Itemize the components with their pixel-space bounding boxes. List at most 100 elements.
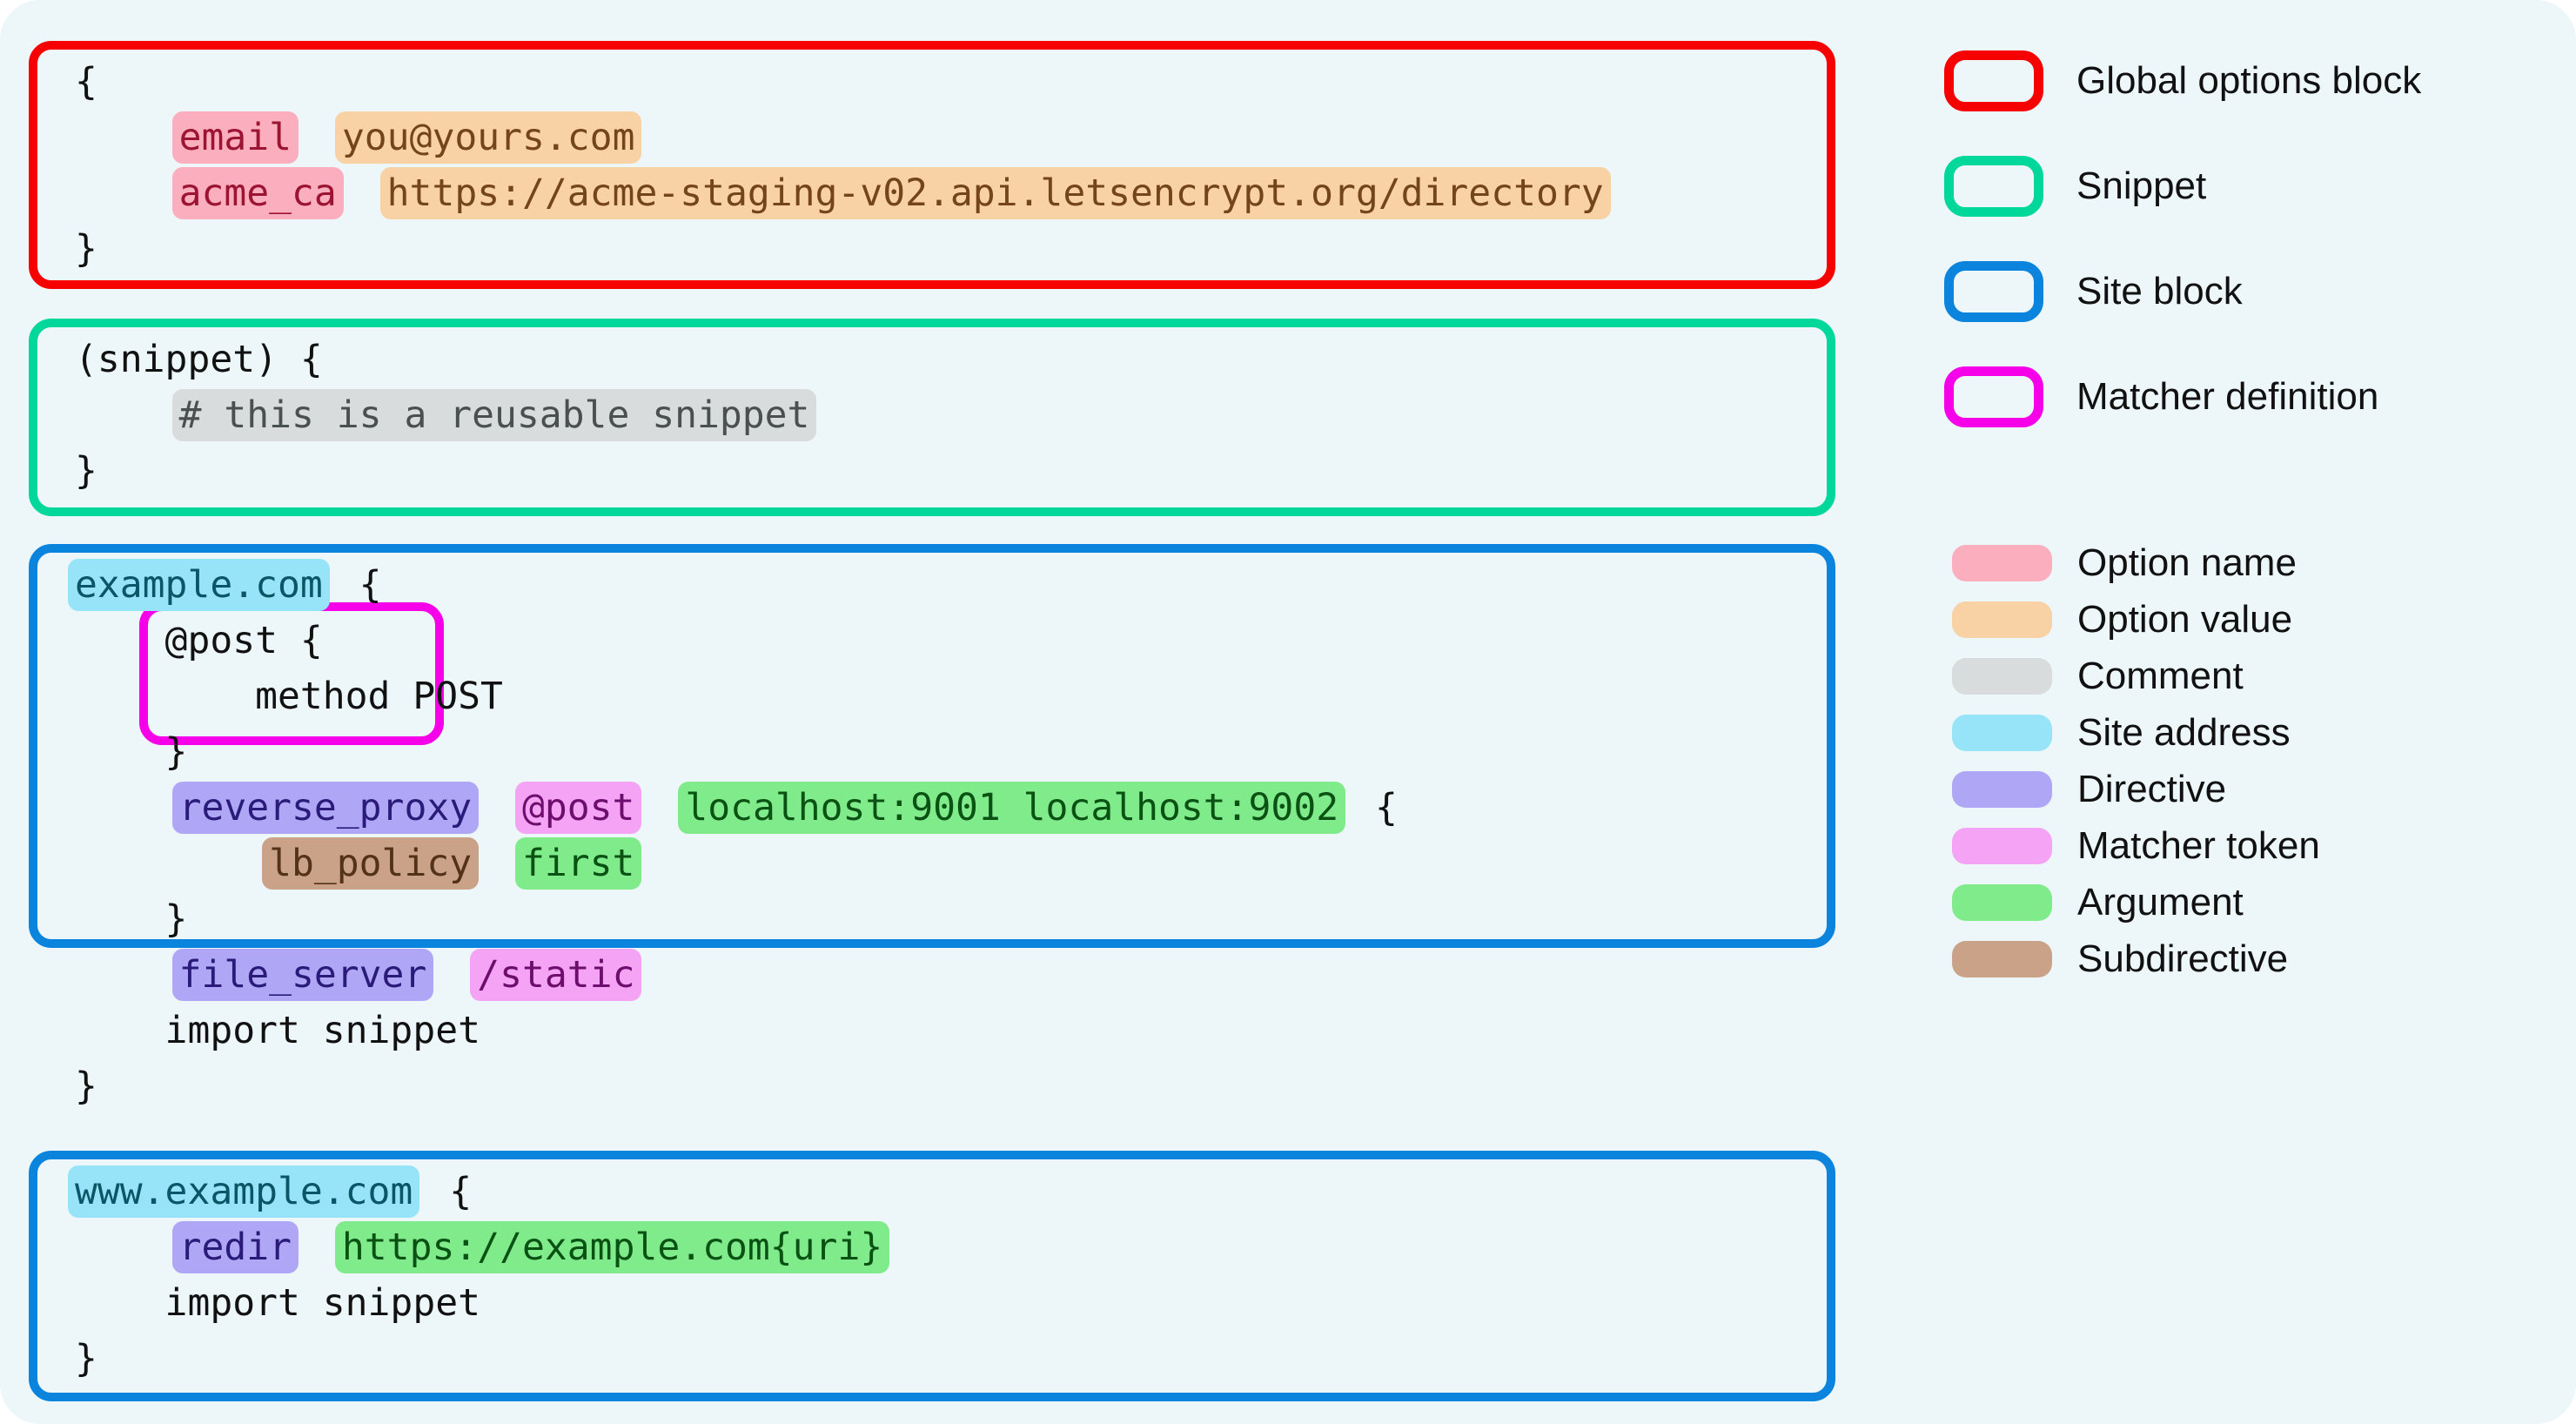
- code-line: redir https://example.com{uri}: [68, 1219, 890, 1275]
- legend-row-fill: Option name: [1952, 541, 2297, 585]
- snippet-block-outline: [29, 319, 1835, 516]
- legend-swatch-comment: [1952, 658, 2052, 695]
- legend-swatch-matcher-definition: [1944, 366, 2043, 427]
- token-matcher: @post: [515, 782, 642, 834]
- token-plain: [479, 782, 515, 834]
- legend-row-outline: Matcher definition: [1944, 366, 2378, 427]
- token-optval: you@yours.com: [334, 111, 642, 164]
- legend-swatch-option-value: [1952, 601, 2052, 638]
- legend-row-fill: Option value: [1952, 598, 2292, 641]
- code-line: example.com {: [68, 557, 389, 613]
- code-line: }: [68, 443, 104, 499]
- token-directive: file_server: [171, 949, 434, 1001]
- legend-swatch-option-name: [1952, 545, 2052, 581]
- legend-row-fill: Directive: [1952, 768, 2226, 811]
- legend-row-fill: Comment: [1952, 655, 2244, 698]
- legend-row-outline: Snippet: [1944, 156, 2206, 217]
- token-plain: }: [75, 1065, 97, 1108]
- token-plain: method POST: [75, 675, 503, 718]
- legend-label: Matcher definition: [2076, 375, 2379, 418]
- global-options-block-outline: [29, 41, 1835, 289]
- legend-label: Comment: [2077, 655, 2244, 697]
- token-plain: [68, 389, 172, 441]
- token-matcher: /static: [470, 949, 642, 1001]
- token-argument: https://example.com{uri}: [334, 1221, 890, 1273]
- code-line: }: [68, 1058, 104, 1114]
- legend-row-outline: Global options block: [1944, 50, 2421, 111]
- legend-label: Option value: [2077, 598, 2293, 641]
- code-line: }: [68, 891, 194, 947]
- code-line: {: [68, 54, 104, 110]
- token-optname: acme_ca: [171, 167, 344, 219]
- legend-row-fill: Subdirective: [1952, 937, 2288, 981]
- token-plain: [479, 837, 515, 890]
- legend-label: Global options block: [2076, 59, 2422, 102]
- code-line: www.example.com {: [68, 1164, 479, 1219]
- token-siteaddr: www.example.com: [68, 1165, 420, 1218]
- token-plain: {: [75, 60, 97, 104]
- token-argument: first: [515, 837, 642, 890]
- legend-label: Directive: [2077, 768, 2227, 810]
- token-comment: # this is a reusable snippet: [171, 389, 817, 441]
- legend-row-fill: Matcher token: [1952, 824, 2320, 868]
- code-line: acme_ca https://acme-staging-v02.api.let…: [68, 165, 1611, 221]
- legend-label: Option name: [2077, 541, 2297, 584]
- token-directive: redir: [171, 1221, 299, 1273]
- token-optval: https://acme-staging-v02.api.letsencrypt…: [379, 167, 1611, 219]
- legend-swatch-global-options-block: [1944, 50, 2043, 111]
- legend-swatch-argument: [1952, 884, 2052, 921]
- token-plain: @post {: [75, 619, 323, 662]
- code-line: method POST: [68, 668, 510, 724]
- token-optname: email: [171, 111, 299, 164]
- code-line: (snippet) {: [68, 332, 330, 387]
- token-plain: [68, 837, 262, 890]
- token-plain: }: [75, 227, 97, 271]
- token-plain: [68, 1221, 172, 1273]
- legend-row-fill: Site address: [1952, 711, 2291, 755]
- token-plain: }: [75, 897, 188, 941]
- legend-row-fill: Argument: [1952, 881, 2244, 924]
- token-plain: }: [75, 1337, 97, 1380]
- token-plain: [344, 167, 380, 219]
- token-plain: {: [426, 1170, 473, 1213]
- legend-swatch-matcher-token: [1952, 828, 2052, 864]
- legend-label: Site address: [2077, 711, 2291, 754]
- token-plain: [68, 111, 172, 164]
- token-siteaddr: example.com: [68, 559, 330, 611]
- token-plain: {: [336, 563, 382, 607]
- legend-label: Subdirective: [2077, 937, 2289, 980]
- token-plain: import snippet: [75, 1009, 480, 1052]
- token-plain: {: [1352, 786, 1398, 830]
- code-line: }: [68, 221, 104, 277]
- token-plain: [299, 1221, 335, 1273]
- code-line: reverse_proxy @post localhost:9001 local…: [68, 780, 1405, 836]
- legend-swatch-directive: [1952, 771, 2052, 808]
- code-line: @post {: [68, 613, 330, 668]
- code-line: import snippet: [68, 1003, 487, 1058]
- token-plain: [299, 111, 335, 164]
- legend-label: Snippet: [2076, 165, 2207, 207]
- legend-swatch-subdirective: [1952, 941, 2052, 977]
- legend-swatch-snippet: [1944, 156, 2043, 217]
- token-plain: [641, 782, 678, 834]
- legend-row-outline: Site block: [1944, 261, 2243, 322]
- legend-swatch-site-block: [1944, 261, 2043, 322]
- code-line: email you@yours.com: [68, 110, 642, 165]
- token-argument: localhost:9001 localhost:9002: [678, 782, 1346, 834]
- legend-label: Site block: [2076, 270, 2243, 312]
- code-line: import snippet: [68, 1275, 487, 1331]
- caddyfile-code: { email you@yours.com acme_ca https://ac…: [68, 54, 1611, 1387]
- code-column: { email you@yours.com acme_ca https://ac…: [29, 41, 1835, 1401]
- code-line: }: [68, 1331, 104, 1387]
- token-directive: reverse_proxy: [171, 782, 480, 834]
- token-plain: [433, 949, 470, 1001]
- token-plain: }: [75, 449, 97, 493]
- code-line: # this is a reusable snippet: [68, 387, 817, 443]
- site-block-example-outline: [29, 544, 1835, 948]
- code-line: }: [68, 724, 194, 780]
- token-plain: [68, 167, 172, 219]
- legend-label: Matcher token: [2077, 824, 2320, 867]
- legend-swatch-site-address: [1952, 715, 2052, 751]
